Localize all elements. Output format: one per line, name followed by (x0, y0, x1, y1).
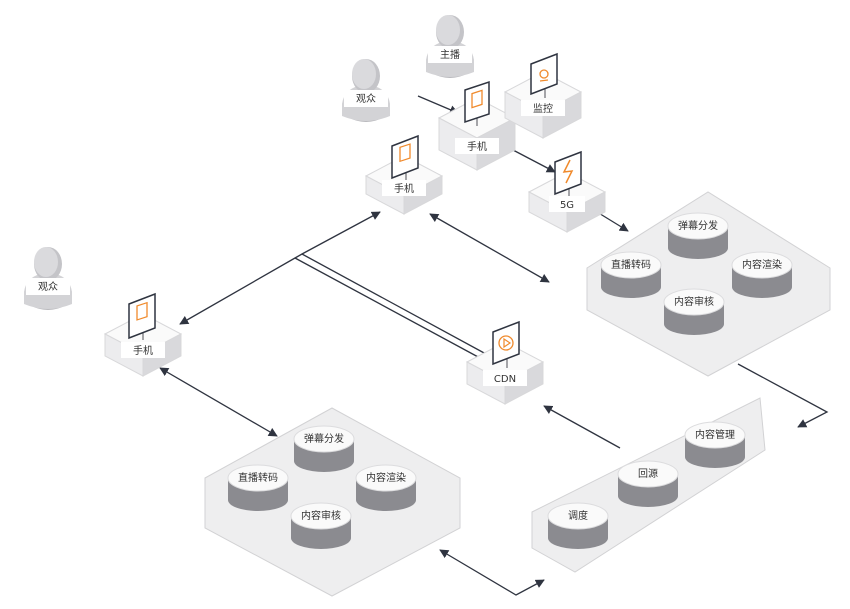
panel-cloud-top (586, 191, 831, 377)
service-label: 内容审核 (674, 295, 714, 308)
service-cloud-top-danmu: 弹幕分发 (667, 212, 729, 260)
webcam-icon (530, 52, 558, 98)
service-origin-schedule: 调度 (547, 502, 609, 550)
service-cloud-bottom-transcode: 直播转码 (227, 464, 289, 512)
phone-icon (391, 134, 419, 182)
service-origin-content-manage: 内容管理 (684, 421, 746, 469)
service-cloud-bottom-review: 内容审核 (290, 502, 352, 550)
connector-phone-to-5g (512, 149, 556, 173)
person-anchor-label: 主播 (440, 48, 460, 61)
device-monitor: 监控 (503, 52, 583, 139)
service-cloud-bottom-render: 内容渲染 (355, 464, 417, 512)
device-cdn: CDN (465, 320, 545, 405)
connector-origin-to-cdn (543, 405, 621, 449)
connector-phone-top-to-cloud (429, 213, 550, 283)
connector-trunk-a (294, 257, 481, 359)
service-label: 内容渲染 (742, 258, 782, 271)
connector-phone-left-to-cloud (159, 367, 278, 437)
lightning-icon (554, 150, 582, 198)
service-label: 回源 (638, 467, 658, 480)
service-cloud-top-review: 内容审核 (663, 288, 725, 336)
service-label: 内容管理 (695, 428, 735, 441)
play-icon (492, 320, 520, 368)
phone-icon (128, 292, 156, 340)
device-viewer-phone-top-label: 手机 (394, 182, 414, 195)
device-anchor-phone-label: 手机 (467, 140, 487, 153)
service-label: 直播转码 (238, 471, 278, 484)
connector-phone-left-to-phone-top (179, 211, 381, 325)
person-viewer-top: 观众 (342, 59, 390, 122)
device-viewer-phone-left: 手机 (103, 292, 183, 377)
connector-trunk-b (301, 253, 487, 355)
service-label: 调度 (568, 509, 588, 522)
service-cloud-top-transcode: 直播转码 (600, 251, 662, 299)
person-viewer-left-label: 观众 (38, 281, 58, 293)
device-viewer-phone-top: 手机 (364, 134, 444, 215)
service-label: 内容审核 (301, 509, 341, 522)
phone-icon (464, 80, 490, 126)
service-label: 弹幕分发 (678, 219, 718, 232)
service-label: 内容渲染 (366, 471, 406, 484)
service-label: 直播转码 (611, 258, 651, 271)
connector-cloud-bottom-to-origin (439, 549, 545, 596)
connector-viewer-to-phone (417, 95, 459, 114)
device-5g-label: 5G (560, 200, 574, 211)
service-cloud-top-render: 内容渲染 (731, 251, 793, 299)
person-anchor: 主播 (426, 15, 474, 78)
device-cdn-label: CDN (494, 374, 516, 385)
device-5g: 5G (527, 150, 607, 233)
service-label: 弹幕分发 (304, 432, 344, 445)
service-origin-back-to-source: 回源 (617, 460, 679, 508)
device-anchor-phone: 手机 (437, 80, 517, 171)
service-cloud-bottom-danmu: 弹幕分发 (293, 425, 355, 473)
person-viewer-left: 观众 (24, 247, 72, 310)
person-viewer-top-label: 观众 (356, 93, 376, 105)
device-viewer-phone-left-label: 手机 (133, 344, 153, 357)
connector-5g-to-cloud (596, 211, 629, 232)
connectors (159, 95, 829, 596)
device-monitor-label: 监控 (533, 102, 553, 115)
connector-cloud-to-origin (737, 363, 829, 428)
panel-cloud-bottom (204, 407, 461, 597)
